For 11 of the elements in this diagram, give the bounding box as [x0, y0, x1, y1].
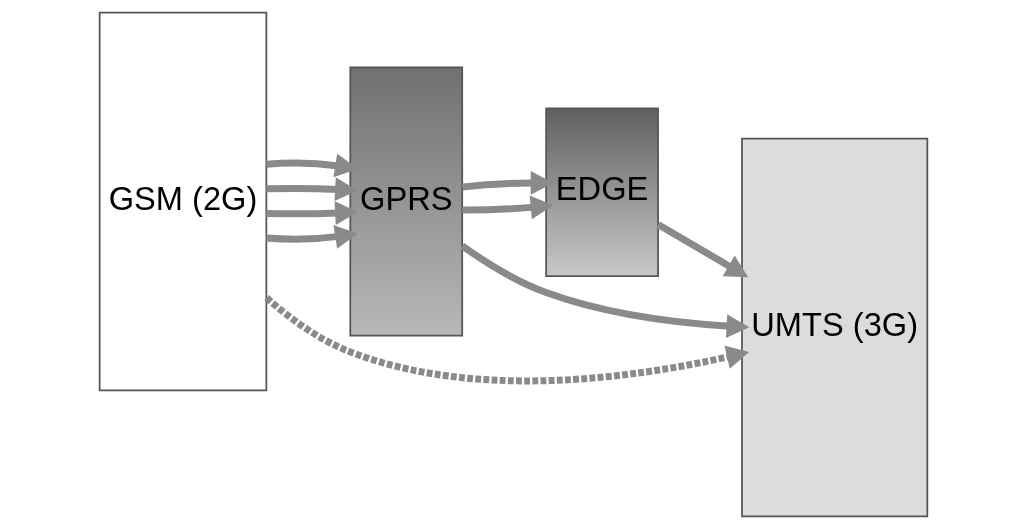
arrow	[266, 225, 358, 249]
arrow	[266, 177, 358, 202]
arrow	[266, 201, 358, 225]
arrow	[460, 243, 750, 338]
node-box: UMTS (3G)	[741, 137, 929, 518]
node-box: GSM (2G)	[98, 11, 268, 392]
node-box: GPRS	[349, 66, 464, 337]
arrow	[462, 195, 554, 220]
node-box: EDGE	[545, 107, 659, 278]
arrow	[656, 221, 749, 278]
arrow	[264, 295, 750, 385]
